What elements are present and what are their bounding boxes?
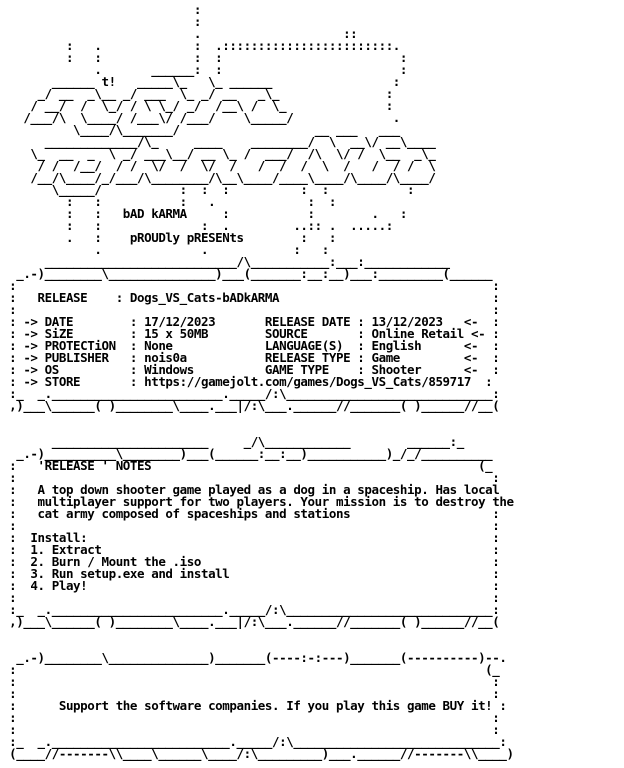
nfo-line: /__/\____/_/___/\________/\__\____/____\…: [2, 170, 436, 185]
nfo-line: . . : :: [2, 242, 329, 257]
nfo-line: (____//-------\\____\______\____/:\_____…: [2, 746, 514, 761]
nfo-line: : -> PROTECTiON : None LANGUAGE(S) : Eng…: [2, 338, 500, 353]
nfo-line: ______________________ _/\____________ _…: [2, 434, 465, 449]
nfo-line: : -> STORE : https://gamejolt.com/games/…: [2, 374, 493, 389]
nfo-line: : cat army composed of spaceships and st…: [2, 506, 500, 521]
nfo-line: : :: [2, 278, 500, 293]
nfo-line: : A top down shooter game played as a do…: [2, 482, 500, 497]
nfo-line: _.-)__________\________)___(______:__:__…: [2, 446, 493, 461]
nfo-line: . ::: [2, 26, 358, 41]
nfo-line: : 3. Run setup.exe and install :: [2, 566, 500, 581]
nfo-line: :: [2, 2, 202, 17]
nfo-line: : : : . ..:: . .....:: [2, 218, 393, 233]
nfo-line: :_ _._________________________._____/:\_…: [2, 734, 507, 749]
nfo-line: : 4. Play! :: [2, 578, 500, 593]
nfo-line: :: [2, 14, 202, 29]
nfo-line: : -> DATE : 17/12/2023 RELEASE DATE : 13…: [2, 314, 500, 329]
nfo-line: : -> PUBLISHER : nois0a RELEASE TYPE : G…: [2, 350, 500, 365]
nfo-line: _.-)________\______________)_______(----…: [2, 650, 507, 665]
nfo-line: ___________________________/\___________…: [2, 254, 450, 269]
nfo-line: : :: [2, 302, 500, 317]
nfo-line: : -> SiZE : 15 x 50MB SOURCE : Online Re…: [2, 326, 500, 341]
nfo-line: _____________/\_ ____ ________/ \ __\/ _…: [2, 134, 436, 149]
nfo-line: : (_: [2, 662, 500, 677]
nfo-line: : :: [2, 686, 500, 701]
nfo-line: _.-)________\_______________)___(_______…: [2, 266, 493, 281]
nfo-line: : Install: :: [2, 530, 500, 545]
nfo-line: :_ _.________________________._____/:\__…: [2, 602, 500, 617]
nfo-line: : :: [2, 518, 500, 533]
nfo-line: : multiplayer support for two players. Y…: [2, 494, 514, 509]
nfo-line: _/ __ _\__ _/ ___ \_ _/ __ _\_ :: [2, 86, 394, 101]
nfo-line: : : : : :: [2, 50, 408, 65]
nfo-line: \____/\_______/ __ ___ ___: [2, 122, 400, 137]
nfo-line: : -> OS : Windows GAME TYPE : Shooter <-…: [2, 362, 500, 377]
nfo-line: ,)___\______( )________\____.___|/:\___.…: [2, 614, 500, 629]
nfo-line: : :: [2, 710, 500, 725]
nfo-line: : . : .::::::::::::::::::::::::.: [2, 38, 400, 53]
nfo-line: . : pROUDly pRESENts : :: [2, 230, 336, 245]
nfo-line: . ______: : :: [2, 62, 408, 77]
nfo-line: : 'RELEASE ' NOTES (_: [2, 458, 493, 473]
nfo-line: /___/\ \____/ /___\/ /___/ \_____/ .: [2, 110, 400, 125]
nfo-line: : : bAD kARMA : : . :: [2, 206, 408, 221]
nfo-line: / __/ / \_/ / \ \_/ _/ /__\ / \_ :: [2, 98, 393, 113]
nfo-line: : :: [2, 470, 500, 485]
nfo-line: : :: [2, 722, 500, 737]
nfo-line: ,)___\______( )________\____.___|/:\___.…: [2, 398, 500, 413]
nfo-line: : RELEASE : Dogs_VS_Cats-bADkARMA :: [2, 290, 500, 305]
nfo-line: \_____/ : : : : : :: [2, 182, 415, 197]
nfo-line: \_ __ _ \ _/ ___\__/ __ \_ / ___/ /\ \/ …: [2, 146, 436, 161]
nfo-line: : 1. Extract :: [2, 542, 500, 557]
nfo-line: : :: [2, 590, 500, 605]
nfo-line: / / /__/ / / \/ / \/ / / / / \ / / / / \: [2, 158, 436, 173]
nfo-line: ______ t! _____\_ \_ ______ :: [2, 74, 401, 89]
nfo-line: : : : . : :: [2, 194, 336, 209]
nfo-line: : :: [2, 674, 500, 689]
nfo-line: :_ _.________________________._____/:\__…: [2, 386, 500, 401]
nfo-line: : 2. Burn / Mount the .iso :: [2, 554, 500, 569]
nfo-line: : Support the software companies. If you…: [2, 698, 507, 713]
